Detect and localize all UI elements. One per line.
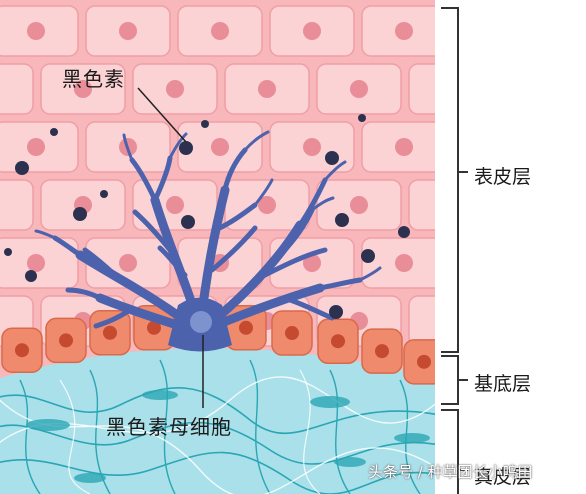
watermark: 头条号 / 种草团长小鸣田 [368, 463, 533, 481]
epidermis-cell [408, 63, 435, 115]
epidermis-cell [361, 237, 435, 289]
label-melanocyte: 黑色素母细胞 [106, 415, 232, 439]
melanin-granule [335, 213, 349, 227]
basal-cell [403, 339, 435, 385]
basal-cells [1, 305, 435, 385]
melanin-granule [50, 128, 58, 136]
epidermis-cell [40, 63, 126, 115]
epidermis-cell [177, 121, 263, 173]
melanin-granule [25, 270, 37, 282]
basal-cell [361, 328, 403, 374]
melanin-granule [325, 151, 339, 165]
melanin-granule [181, 215, 195, 229]
melanin-granule [329, 305, 343, 319]
melanin-granule [179, 141, 193, 155]
dermis-fibers [0, 359, 435, 494]
epidermis-cell [361, 5, 435, 57]
epidermis-bracket [441, 7, 459, 353]
epidermis-cell [132, 63, 218, 115]
basal-cell [271, 310, 313, 356]
epidermis-cell [177, 5, 263, 57]
melanin-granule [201, 120, 209, 128]
basal-cell [1, 327, 43, 373]
epidermis-cell [0, 5, 79, 57]
melanin-granule [100, 190, 108, 198]
epidermis-cell [316, 63, 402, 115]
label-epidermis: 表皮层 [474, 166, 532, 188]
basal-bracket [441, 355, 459, 405]
epidermis-cell [0, 179, 34, 231]
melanin-granule [358, 114, 366, 122]
epidermis-cell [316, 179, 402, 231]
epidermis-cell [224, 63, 310, 115]
label-dermis: 真皮层 [474, 466, 532, 488]
melanin-granule [401, 229, 407, 235]
melanin-pointer [137, 87, 187, 143]
epidermis-cell [85, 5, 171, 57]
epidermis-cell [361, 121, 435, 173]
melanin-granule [73, 207, 87, 221]
dermis-layer [0, 348, 435, 494]
basal-cell [89, 309, 131, 356]
epidermis-cell [0, 121, 79, 173]
melanin-granule [15, 161, 29, 175]
dermis-bracket [441, 409, 459, 494]
layer-brackets [441, 7, 468, 494]
epidermis-cell [0, 237, 79, 289]
basal-cell [317, 318, 359, 364]
epidermis-cell [40, 179, 126, 231]
label-melanin: 黑色素 [62, 67, 125, 91]
melanin-granule [4, 248, 12, 256]
epidermis-cell [269, 5, 355, 57]
epidermis-cell [0, 63, 34, 115]
melanin-granule [361, 249, 375, 263]
melanin-granules [4, 114, 410, 319]
basal-cell [45, 317, 87, 364]
label-basal-layer: 基底层 [474, 373, 532, 395]
melanocyte-nucleus [190, 311, 212, 333]
epidermis-cell [408, 179, 435, 231]
melanocyte-cell [34, 130, 382, 352]
epidermis-cell [408, 295, 435, 347]
